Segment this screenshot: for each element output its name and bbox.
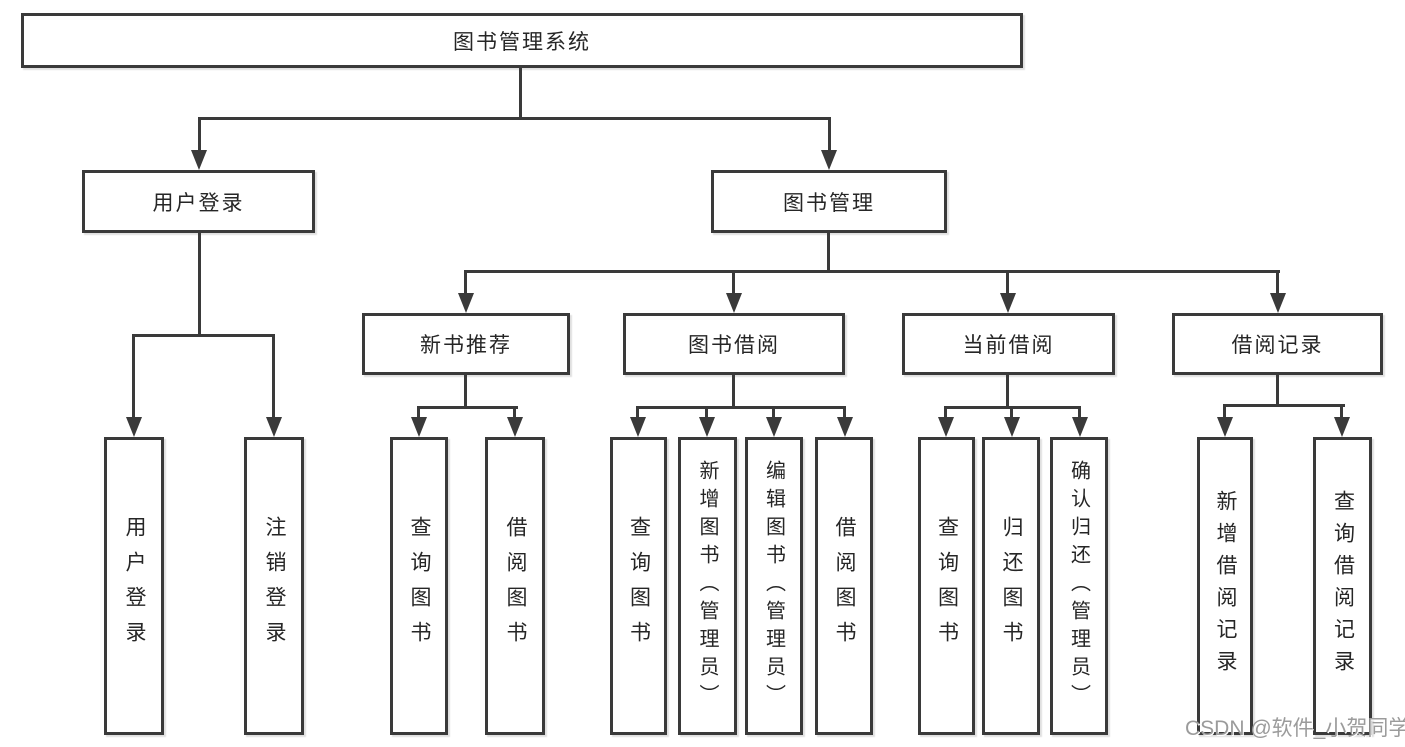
- node-bb-edit-books-admin: 编辑图书（管理员）: [745, 437, 803, 735]
- node-label: 查询借阅记录: [1331, 490, 1355, 682]
- connector-line: [513, 406, 516, 420]
- connector-arrow: [191, 150, 207, 170]
- connector-line: [519, 68, 522, 120]
- node-bb-borrow-books: 借阅图书: [815, 437, 873, 735]
- node-label: 新增借阅记录: [1214, 490, 1237, 682]
- connector-line: [132, 334, 275, 337]
- connector-arrow: [458, 293, 474, 313]
- node-book-management: 图书管理: [711, 170, 947, 233]
- node-label: 新增图书（管理员）: [696, 460, 718, 712]
- node-label: 归还图书: [1000, 516, 1023, 656]
- node-nbr-query-books: 查询图书: [390, 437, 448, 735]
- connector-line: [464, 270, 467, 297]
- node-bb-add-books-admin: 新增图书（管理员）: [678, 437, 737, 735]
- watermark: CSDN @软件_小贺同学: [1185, 717, 1405, 740]
- connector-arrow: [630, 417, 646, 437]
- connector-line: [732, 375, 735, 409]
- connector-line: [272, 334, 275, 420]
- node-bb-query-books: 查询图书: [610, 437, 667, 735]
- connector-arrow: [699, 417, 715, 437]
- connector-line: [198, 117, 831, 120]
- node-new-book-recommend: 新书推荐: [362, 313, 570, 375]
- connector-line: [1276, 375, 1279, 407]
- connector-arrow: [1217, 417, 1233, 437]
- node-br-add-record: 新增借阅记录: [1197, 437, 1253, 735]
- connector-line: [198, 233, 201, 337]
- connector-line: [417, 406, 518, 409]
- connector-line: [944, 406, 947, 420]
- connector-line: [772, 406, 775, 420]
- node-borrow-records: 借阅记录: [1172, 313, 1383, 375]
- node-user-login-action: 用户登录: [104, 437, 164, 735]
- connector-line: [464, 375, 467, 409]
- connector-line: [1276, 270, 1279, 297]
- node-cb-query-books: 查询图书: [918, 437, 975, 735]
- connector-line: [1223, 404, 1226, 420]
- connector-line: [464, 270, 1280, 273]
- node-label: 查询图书: [935, 516, 959, 656]
- connector-line: [1006, 375, 1009, 409]
- node-nbr-borrow-books: 借阅图书: [485, 437, 545, 735]
- connector-arrow: [266, 417, 282, 437]
- node-user-login: 用户登录: [82, 170, 315, 233]
- node-cb-confirm-return-admin: 确认归还（管理员）: [1050, 437, 1108, 735]
- node-logout-action: 注销登录: [244, 437, 304, 735]
- connector-line: [732, 270, 735, 297]
- connector-line: [827, 233, 830, 272]
- connector-line: [417, 406, 420, 420]
- node-label: 借阅图书: [833, 516, 856, 656]
- connector-arrow: [1334, 417, 1350, 437]
- connector-arrow: [821, 150, 837, 170]
- node-label: 编辑图书（管理员）: [762, 460, 785, 712]
- connector-arrow: [938, 417, 954, 437]
- connector-line: [132, 334, 135, 420]
- connector-line: [1340, 404, 1343, 420]
- connector-line: [636, 406, 846, 409]
- node-label: 借阅图书: [504, 516, 527, 656]
- connector-arrow: [126, 417, 142, 437]
- connector-line: [1078, 406, 1081, 420]
- connector-arrow: [766, 417, 782, 437]
- connector-arrow: [507, 417, 523, 437]
- connector-arrow: [726, 293, 742, 313]
- node-br-query-record: 查询借阅记录: [1313, 437, 1372, 735]
- connector-arrow: [1072, 417, 1088, 437]
- connector-line: [1223, 404, 1345, 407]
- connector-line: [705, 406, 708, 420]
- connector-line: [843, 406, 846, 420]
- connector-arrow: [411, 417, 427, 437]
- connector-line: [636, 406, 639, 420]
- node-label: 用户登录: [123, 516, 146, 656]
- connector-line: [1006, 270, 1009, 297]
- node-label: 注销登录: [263, 516, 286, 656]
- connector-arrow: [1000, 293, 1016, 313]
- connector-line: [198, 117, 201, 157]
- connector-arrow: [1004, 417, 1020, 437]
- node-label: 查询图书: [627, 516, 651, 656]
- node-label: 确认归还（管理员）: [1067, 460, 1090, 712]
- node-cb-return-books: 归还图书: [982, 437, 1040, 735]
- connector-line: [1010, 406, 1013, 420]
- connector-arrow: [837, 417, 853, 437]
- node-current-borrowing: 当前借阅: [902, 313, 1115, 375]
- node-book-borrowing: 图书借阅: [623, 313, 845, 375]
- connector-arrow: [1270, 293, 1286, 313]
- node-label: 查询图书: [408, 516, 431, 656]
- node-library-management-system: 图书管理系统: [21, 13, 1023, 68]
- connector-line: [828, 117, 831, 157]
